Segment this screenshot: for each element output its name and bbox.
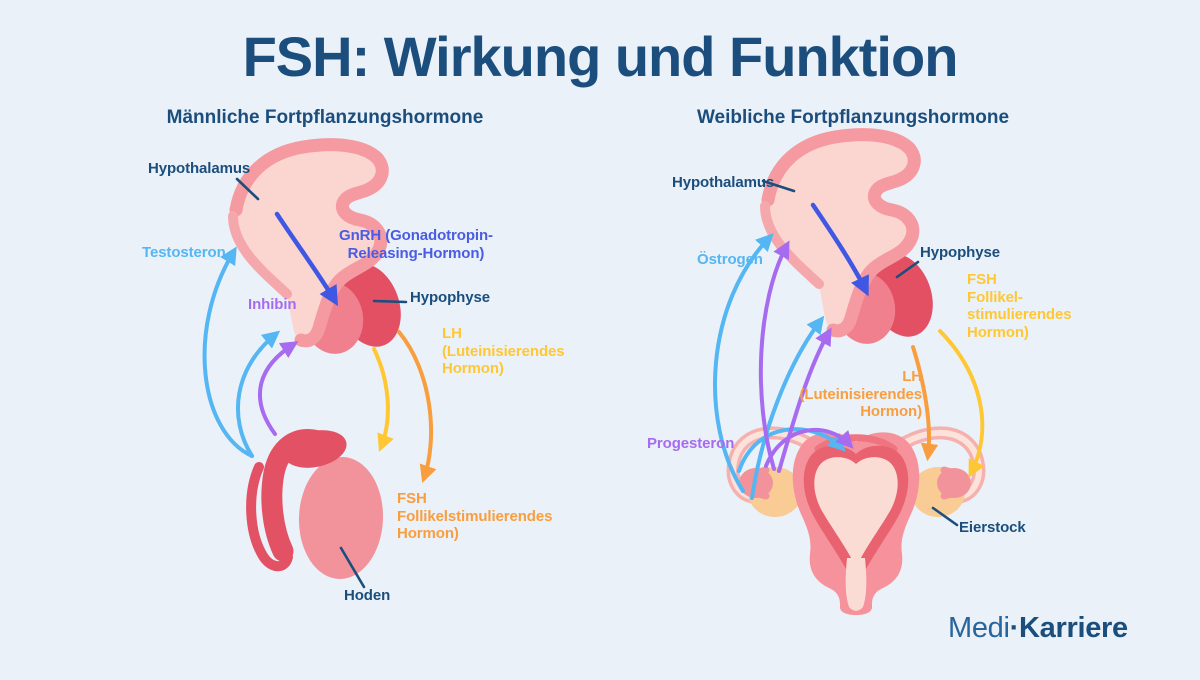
testis-shape: [298, 457, 384, 579]
testosteron-arrow-to-hypophyse: [235, 330, 281, 458]
lh-label-female-line3: Hormon): [860, 403, 922, 420]
fsh-label-female-line3: stimulierendes: [967, 306, 1072, 323]
hypophyse-pointer-line-male: [372, 299, 408, 304]
oestrogen-arrow-to-uterus: [737, 427, 846, 473]
progesteron-label: Progesteron: [647, 435, 735, 452]
lh-label-male-line3: Hormon): [442, 360, 504, 377]
fsh-arrow-male: [397, 330, 437, 483]
lh-arrow-male: [372, 347, 394, 452]
fsh-label-male: FSH Follikelstimulierendes Hormon): [397, 490, 552, 543]
lh-arrow-female: [911, 345, 939, 462]
lh-label-male-line2: (Luteinisierendes: [442, 342, 565, 360]
fsh-label-male-line2: Follikelstimulierendes: [397, 507, 553, 525]
progesteron-arrow-to-uterus: [764, 427, 854, 468]
fsh-arrow-female: [938, 329, 985, 478]
female-hormone-arrows: [713, 202, 985, 500]
progesteron-arrow-to-hypothalamus: [758, 240, 790, 471]
hypophyse-pointer-line-female: [895, 260, 920, 279]
hypothalamus-label-female: Hypothalamus: [672, 174, 775, 191]
male-panel-subtitle: Männliche Fortpflanzungshormone: [166, 107, 484, 128]
lh-label-female-line2: (Luteinisierendes: [799, 385, 923, 403]
lh-label-male-line1: LH: [442, 325, 462, 342]
female-uterus-illustration: [726, 426, 986, 615]
testosteron-label: Testosteron: [142, 244, 226, 261]
fsh-label-female-line4: Hormon): [967, 323, 1029, 341]
hypothalamus-label-male: Hypothalamus: [148, 160, 251, 177]
inhibin-label: Inhibin: [248, 296, 297, 313]
fsh-label-female-line1: FSH: [967, 271, 997, 288]
hoden-pointer-line: [339, 546, 366, 589]
hypothalamus-pointer-line-female: [761, 179, 796, 193]
uterus-cavity-shape: [814, 457, 898, 566]
gnrh-arrow-female: [810, 202, 869, 297]
hypophyse-label-female: Hypophyse: [920, 244, 1000, 261]
fimbriae-right-shape: [937, 466, 971, 500]
female-anatomy: [726, 134, 986, 615]
hoden-label: Hoden: [344, 587, 391, 604]
fsh-label-male-line3: Hormon): [397, 525, 459, 542]
female-hypothalamus-pituitary-illustration: [765, 134, 944, 349]
gnrh-arrow-male: [274, 211, 338, 307]
gnrh-label-line2: Releasing-Hormon): [347, 244, 485, 262]
fsh-label-female: FSH Follikel- stimulierendes Hormon): [967, 271, 1072, 341]
lh-label-male: LH (Luteinisierendes Hormon): [442, 325, 565, 378]
oestrogen-arrow-to-hypophyse: [750, 315, 825, 500]
male-testis-illustration: [246, 429, 384, 579]
male-hormone-arrows: [202, 211, 437, 483]
oestrogen-arrow-to-hypothalamus: [713, 233, 774, 493]
vas-deferens-shape: [246, 462, 293, 572]
inhibin-arrow: [258, 341, 299, 436]
gnrh-label: GnRH (Gonadotropin- Releasing-Hormon): [338, 227, 494, 262]
logo-karriere: Karriere: [1019, 612, 1128, 644]
lh-label-female: LH (Luteinisierendes Hormon): [782, 368, 923, 421]
epididymis-head-shape: [283, 430, 347, 468]
hypophyse-label-male: Hypophyse: [410, 289, 490, 306]
progesteron-arrow-to-hypophyse: [777, 327, 832, 473]
cervix-vagina-shape: [845, 558, 867, 611]
fsh-label-female-line2: Follikel-: [967, 288, 1023, 306]
male-anatomy: [233, 144, 412, 579]
hypothalamus-pointer-line-male: [235, 177, 260, 201]
medi-karriere-logo: Medi·Karriere: [948, 612, 1128, 645]
eierstock-label: Eierstock: [959, 519, 1026, 536]
eierstock-pointer-line: [931, 506, 959, 527]
page-title: FSH: Wirkung und Funktion: [242, 25, 959, 88]
oestrogen-label: Östrogen: [697, 251, 763, 268]
logo-separator-dot: ·: [1009, 612, 1020, 644]
testosteron-arrow-to-hypothalamus: [202, 246, 254, 458]
pointer-lines: [235, 177, 959, 589]
female-panel-subtitle: Weibliche Fortpflanzungshormone: [696, 107, 1010, 128]
uterus-fundus-band: [814, 434, 898, 453]
lh-label-female-line1: LH: [902, 368, 922, 385]
gnrh-label-line1: GnRH (Gonadotropin-: [339, 227, 493, 244]
fsh-label-male-line1: FSH: [397, 490, 427, 507]
fallopian-tube-right-inner: [889, 429, 982, 500]
logo-medi: Medi: [948, 612, 1010, 644]
